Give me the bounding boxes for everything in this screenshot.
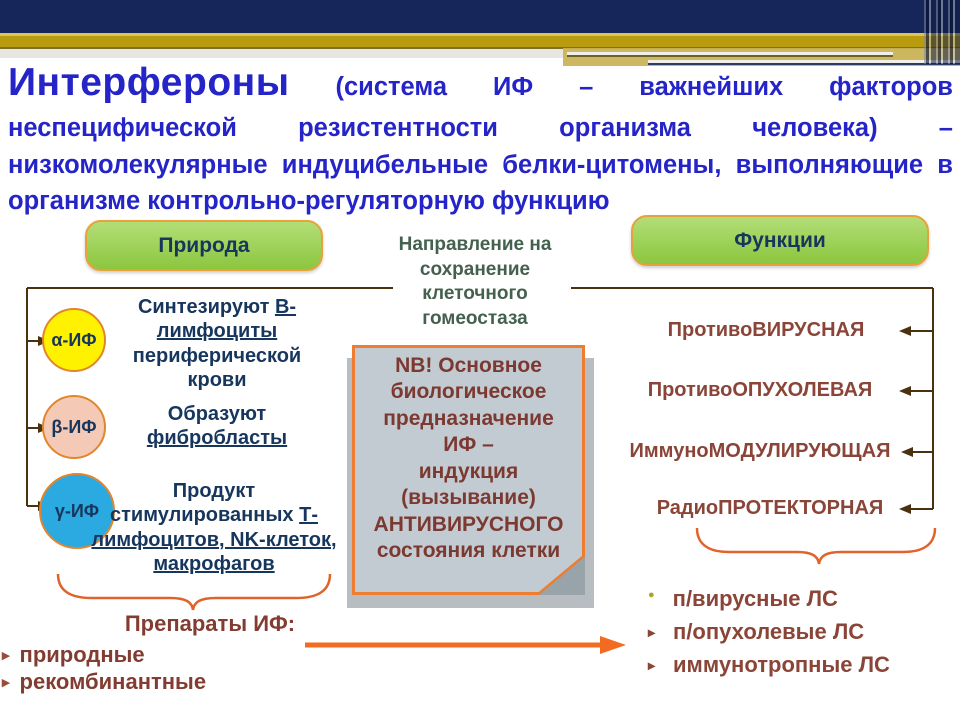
nature-header-box: Природа — [85, 220, 323, 271]
nature-header-label: Природа — [158, 233, 250, 257]
direction-text: Направление на сохранение клеточного гом… — [398, 234, 552, 330]
nature-underbrace — [56, 573, 332, 611]
function-item-antiviral: ПротивоВИРУСНАЯ — [667, 319, 865, 341]
preparations-arrow — [305, 636, 626, 654]
alpha-description: Синтезируют В-лимфоциты периферической к… — [104, 295, 330, 393]
drug-item-antiviral: ● п/вирусные ЛС — [648, 586, 838, 612]
header-gold-edge-line — [0, 47, 960, 49]
alpha-description-pre: Синтезируют — [137, 296, 270, 318]
header-gold-top-line — [0, 33, 960, 36]
function-item-antitumor: ПротивоОПУХОЛЕВАЯ — [647, 379, 873, 401]
beta-description-pre: Образуют — [167, 403, 267, 425]
nb-note-box: NB! Основное биологическое предназначени… — [352, 345, 585, 595]
fn-arrowhead-3 — [901, 447, 913, 457]
chevron-bullet-icon: ▸ — [648, 656, 656, 673]
preparation-item-recombinant: ▸ рекомбинантные — [2, 669, 206, 695]
fn-arrowhead-4 — [899, 504, 911, 514]
corner-stripes-decoration — [924, 0, 960, 64]
function-item-radioprotective: РадиоПРОТЕКТОРНАЯ — [656, 497, 884, 519]
preparation-item-natural: ▸ природные — [2, 642, 145, 668]
beta-description-underlined: фибробласты — [146, 427, 288, 450]
alpha-if-label: α-ИФ — [51, 329, 97, 350]
header-silver-line-2 — [648, 60, 960, 65]
beta-description: Образуют фибробласты — [104, 402, 330, 451]
slide-title: Интерфероны (система ИФ – важнейших факт… — [8, 55, 953, 219]
functions-underbrace — [695, 527, 937, 565]
header-gray-band — [0, 49, 960, 58]
fn-arrowhead-1 — [899, 326, 911, 336]
functions-header-label: Функции — [734, 228, 826, 252]
preparation-item-label: рекомбинантные — [19, 669, 207, 694]
gamma-if-circle: γ-ИФ — [39, 473, 115, 549]
functions-header-box: Функции — [631, 215, 929, 266]
gamma-description: Продукт стимулированных Т-лимфоцитов, NK… — [90, 479, 338, 577]
beta-if-label: β-ИФ — [51, 416, 97, 437]
preparations-header: Препараты ИФ: — [124, 611, 296, 636]
drug-item-label: п/опухолевые ЛС — [673, 619, 865, 644]
gamma-description-underlined: Т-лимфоцитов, NK-клеток, макрофагов — [91, 504, 337, 576]
beta-if-circle: β-ИФ — [42, 395, 106, 459]
function-item-immunomodulating: ИммуноМОДУЛИРУЮЩАЯ — [629, 440, 891, 462]
fn-arrowhead-2 — [899, 386, 911, 396]
chevron-bullet-icon: ▸ — [2, 674, 10, 691]
preparation-item-label: природные — [19, 642, 145, 667]
title-lead-word: Интерфероны — [8, 61, 290, 104]
header-navy-bar — [0, 0, 960, 33]
alpha-if-circle: α-ИФ — [42, 308, 106, 372]
gamma-if-label: γ-ИФ — [54, 500, 100, 521]
chevron-bullet-icon: ▸ — [2, 647, 10, 664]
folded-corner-icon — [537, 554, 585, 595]
drug-item-label: п/вирусные ЛС — [672, 586, 838, 611]
drug-item-antitumor: ▸ п/опухолевые ЛС — [648, 619, 864, 645]
dot-bullet-icon: ● — [648, 589, 655, 601]
header-silver-line-1 — [567, 52, 893, 57]
alpha-description-post: периферической крови — [132, 344, 302, 392]
nb-note-text: NB! Основное биологическое предназначени… — [373, 354, 564, 563]
header-gold-bar — [0, 36, 960, 47]
title-rest-text: (система ИФ – важнейших факторов неспеци… — [8, 73, 953, 215]
drug-item-label: иммунотропные ЛС — [673, 652, 890, 677]
drug-item-immunotropic: ▸ иммунотропные ЛС — [648, 652, 890, 678]
chevron-bullet-icon: ▸ — [648, 623, 656, 640]
alpha-description-underlined: В-лимфоциты — [156, 296, 297, 343]
gamma-description-pre: Продукт стимулированных — [109, 480, 294, 527]
